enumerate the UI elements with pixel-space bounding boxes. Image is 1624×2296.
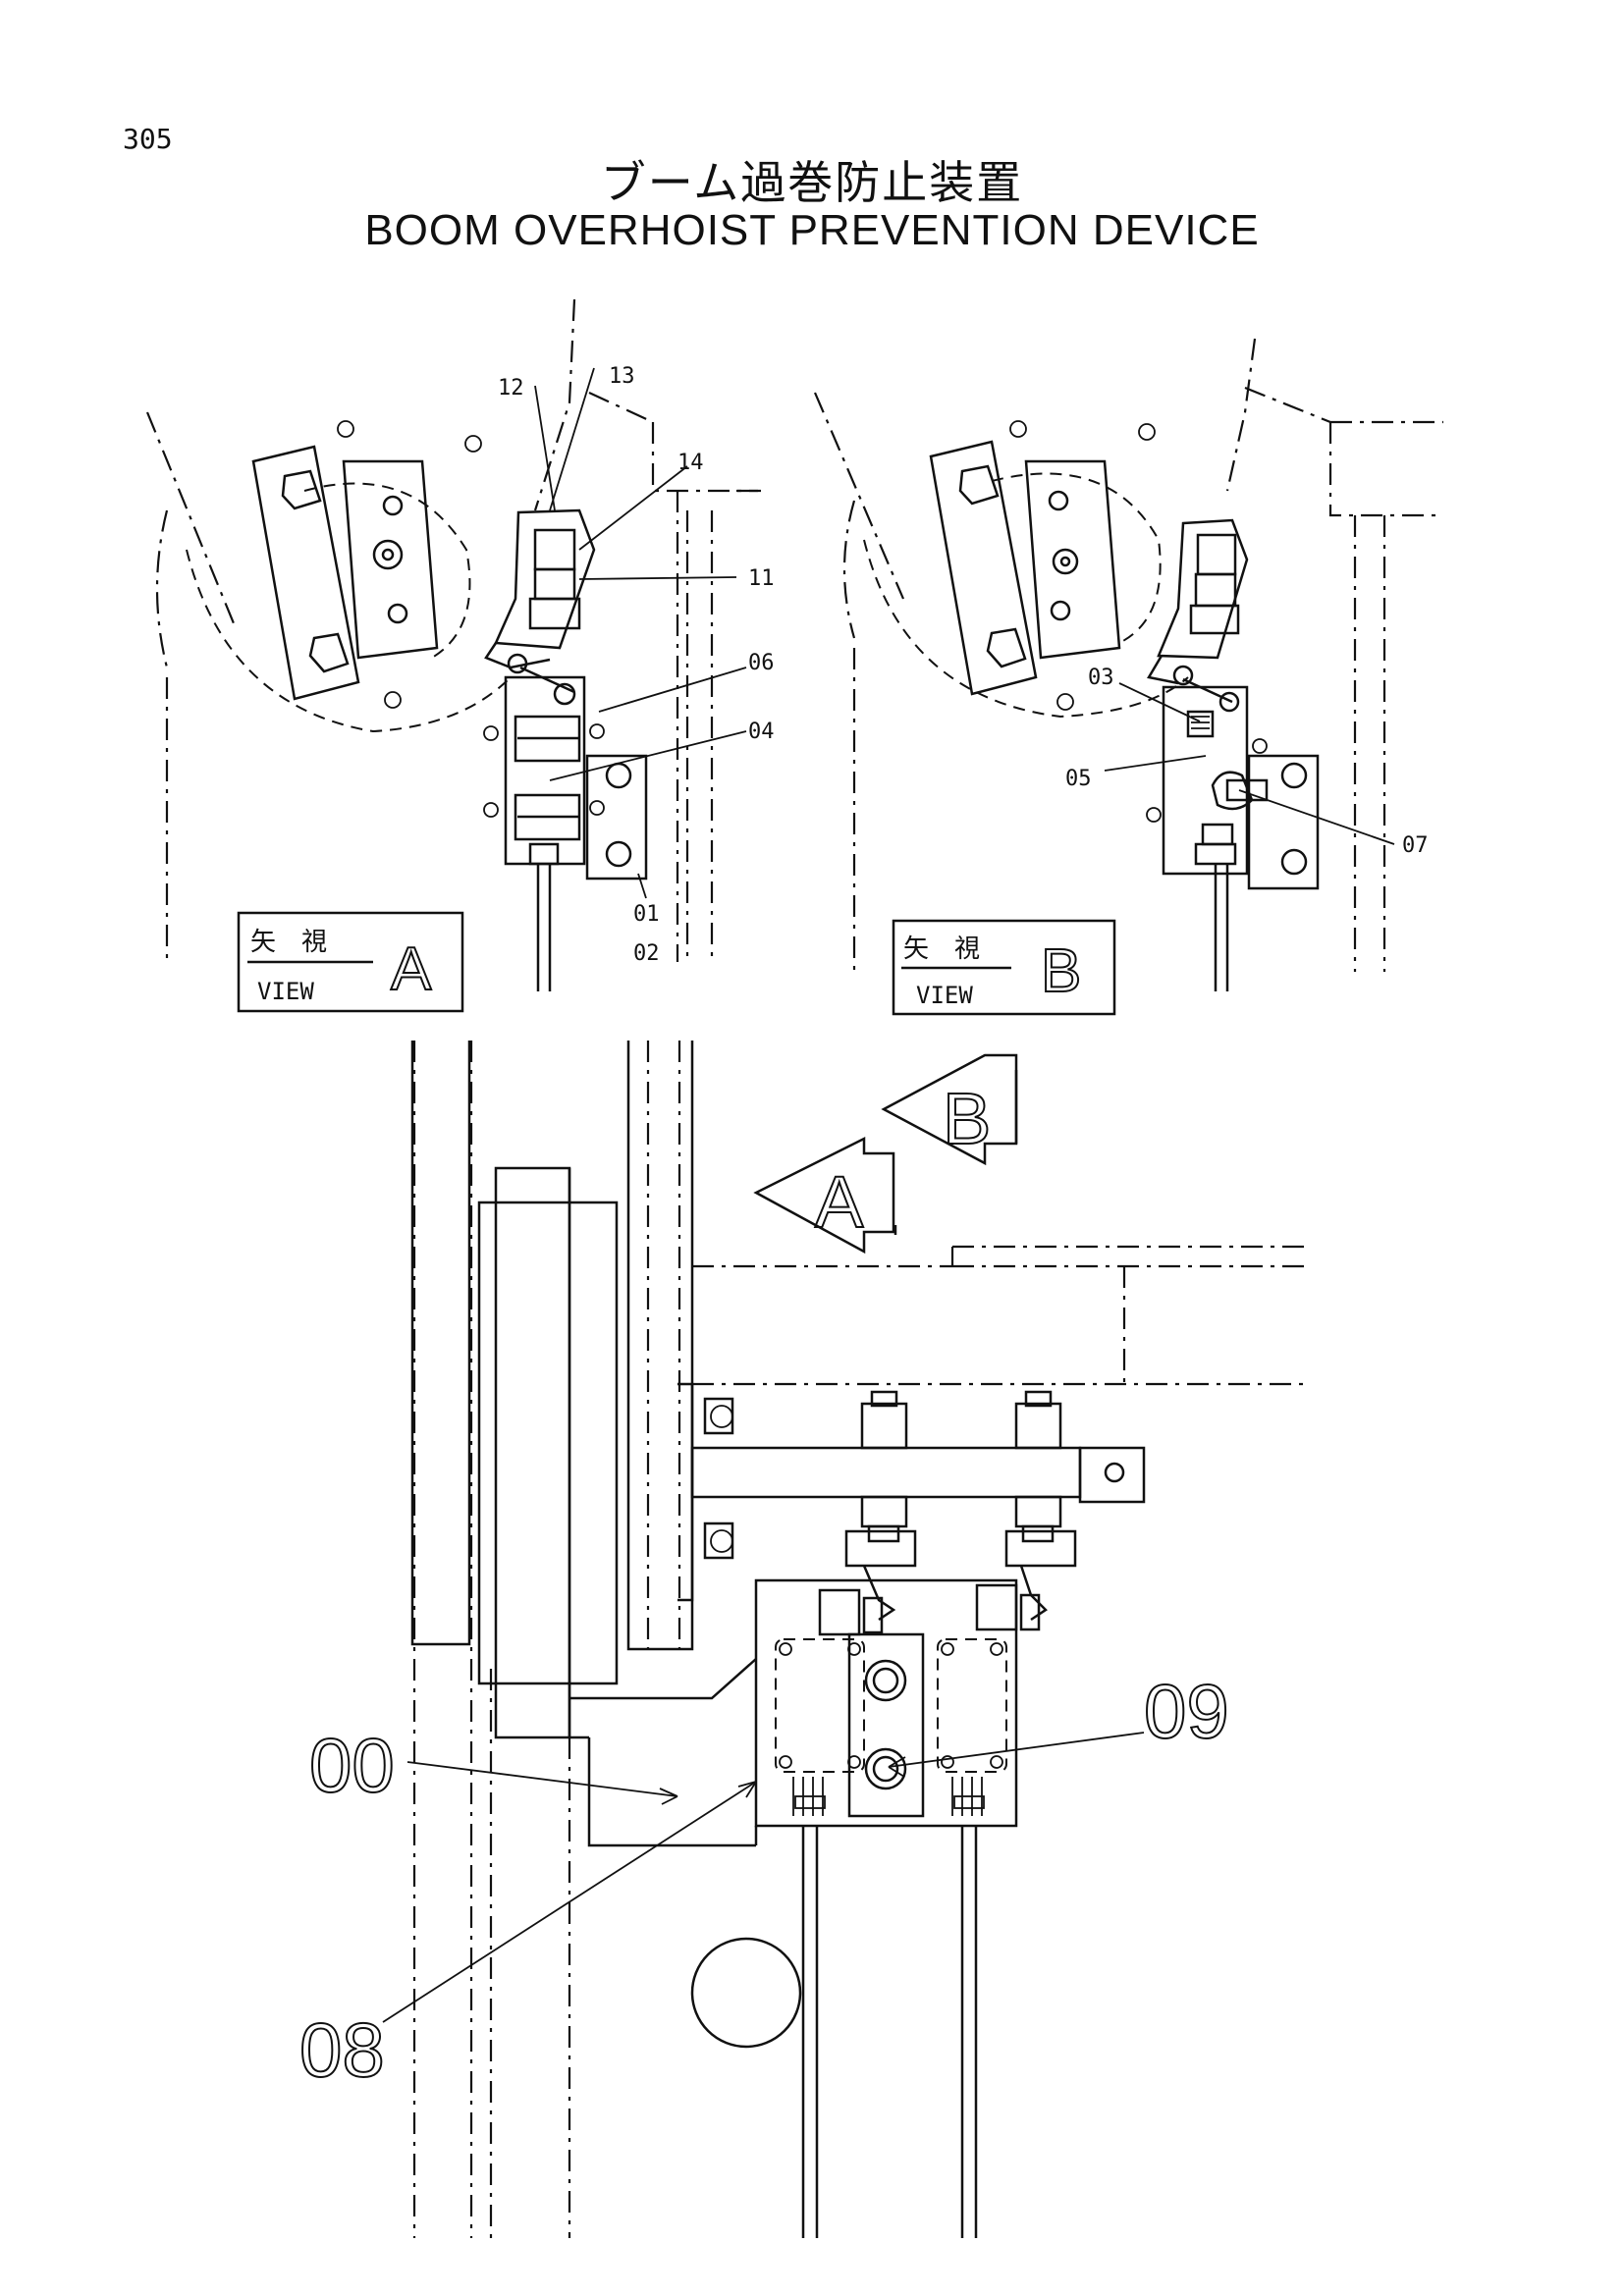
callout-06-label: 06 bbox=[748, 651, 775, 675]
main-callouts: 00 09 08 bbox=[298, 1667, 1230, 2094]
page-number: 305 bbox=[123, 123, 173, 155]
callout-14-label: 14 bbox=[677, 451, 704, 475]
view-a-drawing: 12 13 14 11 06 04 01 02 bbox=[145, 298, 775, 991]
callout-02-label: 02 bbox=[633, 941, 660, 966]
callout-04-label: 04 bbox=[748, 720, 775, 744]
callout-11-label: 11 bbox=[748, 566, 775, 591]
page-title-english: BOOM OVERHOIST PREVENTION DEVICE bbox=[364, 206, 1260, 254]
page-title-japanese: ブーム過巻防止装置 bbox=[600, 156, 1024, 209]
callout-08-label: 08 bbox=[299, 2006, 385, 2093]
view-a-text: VIEW bbox=[257, 978, 314, 1005]
view-a-japanese: 矢 視 bbox=[250, 928, 327, 957]
view-b-text: VIEW bbox=[916, 982, 973, 1009]
view-b-japanese: 矢 視 bbox=[903, 934, 980, 964]
callout-12-label: 12 bbox=[498, 376, 524, 400]
callout-09-label: 09 bbox=[1144, 1668, 1229, 1754]
callout-07-label: 07 bbox=[1402, 833, 1429, 858]
arrow-b-letter: B bbox=[943, 1078, 991, 1159]
view-b-letter: B bbox=[1041, 937, 1081, 1005]
callout-01-label: 01 bbox=[633, 902, 660, 927]
callout-05-label: 05 bbox=[1065, 767, 1092, 791]
view-b-drawing: 03 05 07 bbox=[813, 338, 1443, 991]
callout-00-label: 00 bbox=[309, 1722, 395, 1808]
view-a-letter: A bbox=[391, 935, 432, 1003]
arrow-a-letter: A bbox=[815, 1161, 864, 1243]
callout-13-label: 13 bbox=[609, 364, 635, 389]
main-view-drawing: B A bbox=[410, 1041, 1311, 2238]
callout-03-label: 03 bbox=[1088, 666, 1114, 690]
view-b-label-box: 矢 視 VIEW B bbox=[892, 919, 1116, 1016]
view-a-label-box: 矢 視 VIEW A bbox=[237, 911, 464, 1013]
